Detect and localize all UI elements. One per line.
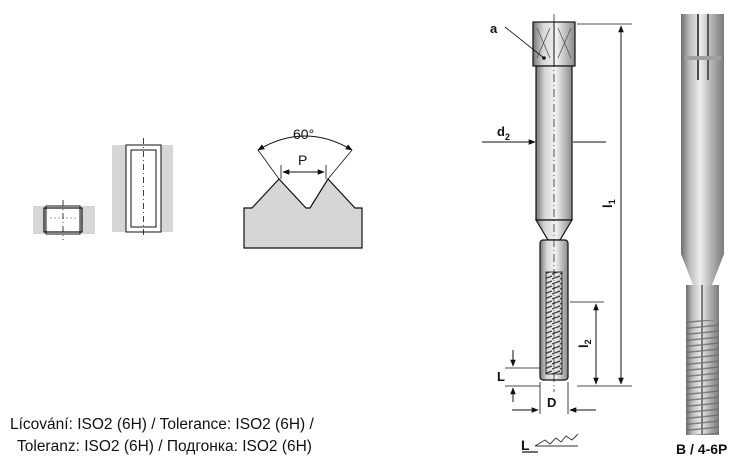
caption-line-2: Toleranz: ISO2 (6H) / Подгонка: ISO2 (6H… [17,438,312,455]
dim-L-label: L [497,369,505,384]
pitch-label: P [298,152,307,168]
tap-photo [681,14,724,435]
caption-line-1: Lícování: ISO2 (6H) / Tolerance: ISO2 (6… [10,416,314,433]
thread-angle-label: 60° [293,126,314,142]
chamfer-symbol [522,433,579,453]
dim-d2-label: d2 [497,124,510,142]
dim-D-label: D [547,395,556,410]
tall-hole-section [112,138,173,238]
form-label: B / 4-6P [676,441,727,457]
tolerance-caption: Lícování: ISO2 (6H) / Tolerance: ISO2 (6… [10,414,314,458]
chamfer-label: L [521,437,530,453]
tap-drawing [482,14,632,414]
dim-l1-label: l1 [600,199,617,208]
through-hole-section [33,200,95,240]
dim-a-label: a [490,21,498,36]
thread-profile [243,135,363,249]
dim-l2-label: l2 [576,339,593,348]
